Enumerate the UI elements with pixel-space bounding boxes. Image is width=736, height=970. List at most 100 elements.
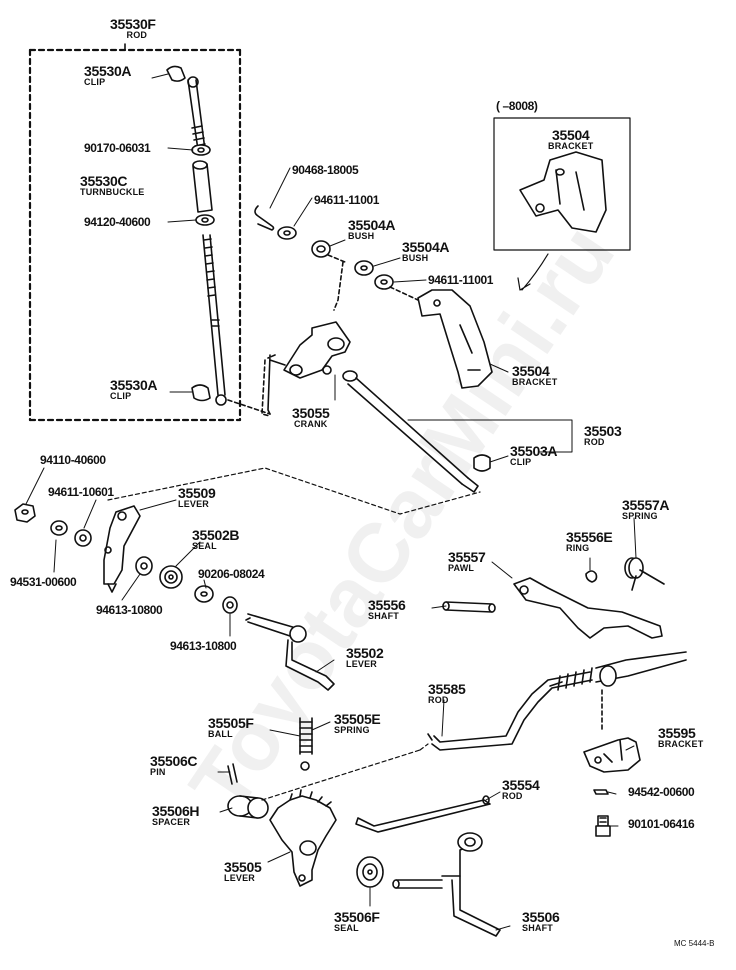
bush-35504A-a-drawing [311, 240, 331, 258]
part-name: SPRING [622, 511, 658, 521]
part-name: ROD [428, 695, 449, 705]
part-35557: 35557 PAWL [448, 549, 486, 573]
pawl-35557-drawing [513, 577, 663, 639]
part-number: 35055 [292, 405, 330, 421]
part-35530A-bottom: 35530A CLIP [110, 377, 158, 401]
ball-35505F-drawing [300, 761, 310, 771]
part-name: LEVER [346, 659, 378, 669]
lever-35505-drawing [269, 789, 337, 887]
lever-35502-drawing [245, 613, 335, 691]
part-90468-18005: 90468-18005 [292, 163, 359, 177]
part-35530F: 35530F ROD [110, 17, 156, 40]
part-number: 35506C [150, 753, 198, 769]
part-name: CLIP [510, 457, 532, 467]
part-35509: 35509 LEVER [178, 485, 216, 509]
part-name: PIN [150, 767, 166, 777]
inset-arrow [517, 253, 549, 291]
crank-drawing [267, 321, 351, 415]
part-number: 35530A [110, 377, 158, 393]
part-name: SEAL [334, 923, 359, 933]
part-number: 35504 [551, 127, 590, 143]
bush-35504A-b-drawing [354, 260, 374, 276]
washer-94613-b-drawing [222, 596, 238, 614]
part-number: 35506H [152, 803, 200, 819]
part-number: 35503A [510, 443, 558, 459]
pin-90468-drawing [254, 205, 275, 231]
part-35557A: 35557A SPRING [622, 497, 670, 521]
part-number: 35585 [428, 681, 466, 697]
seal-35506F-drawing [356, 856, 384, 888]
part-name: RING [566, 543, 590, 553]
pin-35506C-drawing [227, 763, 238, 785]
part-number: 35530F [110, 16, 156, 32]
nut-90170-drawing [191, 144, 211, 156]
part-number: 35504A [402, 239, 450, 255]
part-name: BRACKET [548, 141, 594, 151]
part-90170-06031: 90170-06031 [84, 141, 151, 155]
part-name: CLIP [110, 391, 132, 401]
part-94611-10601: 94611-10601 [48, 485, 114, 499]
part-number: 35530A [84, 63, 132, 79]
part-35504-inset: 35504 BRACKET [548, 128, 593, 151]
part-94542-00600: 94542-00600 [628, 785, 695, 799]
part-35530C: 35530C TURNBUCKLE [80, 174, 145, 197]
shaft-35506-drawing [392, 832, 501, 937]
upper-rod-drawing [187, 76, 206, 151]
part-35595: 35595 BRACKET [658, 726, 703, 749]
part-name: BRACKET [658, 739, 704, 749]
part-35556E: 35556E RING [566, 530, 613, 553]
diagram-code: MC 5444-B [674, 939, 715, 948]
part-90101-06416: 90101-06416 [628, 817, 695, 831]
clip-35503A-drawing [473, 454, 491, 472]
part-number: 35557A [622, 497, 670, 513]
part-name: BRACKET [512, 377, 558, 387]
part-35556: 35556 SHAFT [368, 597, 406, 621]
inset-box [493, 117, 631, 251]
nut-94120-drawing [195, 214, 215, 226]
part-name: LEVER [178, 499, 210, 509]
part-35504A-a: 35504A BUSH [348, 218, 396, 241]
bracket-35504-drawing [417, 289, 493, 389]
part-name: SPACER [152, 817, 191, 827]
turnbuckle-drawing [192, 160, 213, 213]
part-number: 35506F [334, 909, 380, 925]
rod-35503-drawing [342, 370, 479, 493]
seal-35502B-drawing [159, 565, 183, 589]
ring-35556E-drawing [585, 570, 598, 583]
part-35506H: 35506H SPACER [152, 803, 200, 827]
part-35530A-top: 35530A CLIP [84, 63, 132, 87]
part-35502: 35502 LEVER [346, 646, 384, 669]
part-number: 35557 [448, 549, 486, 565]
leader-lines [25, 73, 637, 931]
part-name: ROD [584, 437, 605, 447]
part-number: 35502B [192, 527, 240, 543]
part-94120-40600: 94120-40600 [84, 215, 151, 229]
part-94613-10800-a: 94613-10800 [96, 603, 163, 617]
part-name: SEAL [192, 541, 217, 551]
rod-35554-drawing [355, 795, 491, 833]
part-number: 35504 [512, 363, 550, 379]
part-number: 35509 [178, 485, 216, 501]
part-number: 35506 [522, 909, 560, 925]
part-94613-10800-b: 94613-10800 [170, 639, 237, 653]
rod-assembly-box [28, 43, 242, 422]
part-name: TURNBUCKLE [80, 187, 145, 197]
bracket-35595-drawing [583, 737, 641, 773]
clip-94542-drawing [593, 789, 609, 795]
part-94611-11001-b: 94611-11001 [428, 273, 494, 287]
shaft-35556-drawing [442, 601, 496, 613]
part-name: SHAFT [522, 923, 553, 933]
part-35055: 35055 CRANK [292, 405, 330, 429]
part-35506F: 35506F SEAL [334, 910, 380, 933]
part-name: ROD [502, 791, 523, 801]
part-name: PAWL [448, 563, 475, 573]
part-35503A: 35503A CLIP [510, 443, 558, 467]
lever-35509-drawing [103, 505, 141, 593]
part-94611-11001-a: 94611-11001 [314, 193, 380, 207]
part-94531-00600: 94531-00600 [10, 575, 77, 589]
part-number: 35556 [368, 597, 406, 613]
part-35505: 35505 LEVER [224, 860, 262, 883]
part-name: SPRING [334, 725, 370, 735]
part-name: ROD [126, 30, 148, 40]
spring-35557A-drawing [624, 557, 665, 591]
